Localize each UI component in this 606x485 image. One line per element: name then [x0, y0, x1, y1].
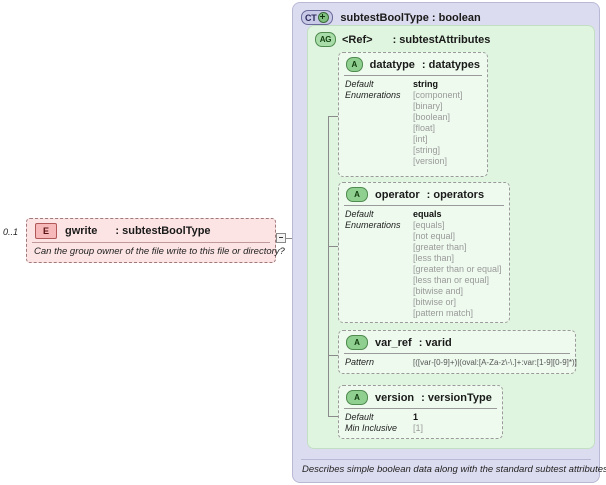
- facet-value-enum: [float]: [413, 123, 436, 133]
- attribute-type: : datatypes: [421, 58, 480, 71]
- connector-branch-version: [328, 416, 340, 417]
- element-divider: [32, 242, 270, 243]
- attributegroup-ref: <Ref>: [342, 33, 373, 46]
- element-cardinality: 0..1: [3, 227, 19, 237]
- facet-label-column: Default Enumerations: [345, 209, 413, 319]
- facet-value-enum: [less than or equal]: [413, 275, 490, 285]
- element-box-gwrite[interactable]: E gwrite : subtestBoolType Can the group…: [26, 218, 285, 263]
- element-name: gwrite: [65, 225, 98, 237]
- attribute-name: datatype: [369, 58, 415, 71]
- facet-value-enum: [equals]: [413, 220, 445, 230]
- attribute-divider: [344, 353, 570, 354]
- attribute-type: : varid: [418, 336, 452, 349]
- facet-label-pattern: Pattern: [345, 357, 375, 367]
- facet-label-enumerations: Enumerations: [345, 90, 401, 100]
- facet-label-column: Pattern: [345, 357, 413, 368]
- complextype-badge-label: CT: [305, 12, 317, 23]
- complextype-footer-note: Describes simple boolean data along with…: [302, 464, 606, 475]
- attribute-box-varref[interactable]: A var_ref : varid Pattern [([var-[0-9]+)…: [338, 330, 577, 374]
- facet-value-pattern: [([var-[0-9]+)|(oval:[A-Za-z\-\.]+:var:[…: [413, 358, 577, 367]
- facet-value-enum: [boolean]: [413, 112, 451, 122]
- attribute-header-datatype: A datatype : datatypes: [339, 53, 487, 75]
- attribute-name: operator: [375, 188, 420, 201]
- connector-branch-varref: [328, 355, 340, 356]
- element-type: : subtestBoolType: [115, 225, 211, 237]
- attribute-badge-icon: A: [346, 57, 363, 72]
- facet-value-default: 1: [413, 412, 419, 422]
- facet-value-enum: [version]: [413, 156, 448, 166]
- attribute-name: version: [375, 391, 415, 404]
- attribute-facets-version: Default Min Inclusive 1 [1]: [339, 412, 502, 438]
- facet-label-default: Default: [345, 209, 374, 219]
- attributegroup-header: AG <Ref> : subtestAttributes: [315, 32, 490, 47]
- complextype-header: CT subtestBoolType : boolean: [301, 10, 481, 25]
- facet-label-default: Default: [345, 79, 374, 89]
- attribute-badge-icon: A: [346, 390, 368, 405]
- facet-value-enum: [binary]: [413, 101, 443, 111]
- facet-value-enum: [bitwise or]: [413, 297, 457, 307]
- attribute-type: : operators: [426, 188, 485, 201]
- facet-value-enum: [not equal]: [413, 231, 456, 241]
- element-documentation: Can the group owner of the file write to…: [34, 246, 285, 257]
- facet-value-enum: [int]: [413, 134, 428, 144]
- footer-divider: [301, 459, 591, 460]
- attribute-type: : versionType: [421, 391, 492, 404]
- facet-value-enum: [bitwise and]: [413, 286, 464, 296]
- facet-label-enumerations: Enumerations: [345, 220, 401, 230]
- connector-trunk: [328, 116, 329, 416]
- attribute-divider: [344, 75, 482, 76]
- facet-label-column: Default Enumerations: [345, 79, 413, 167]
- attribute-box-operator[interactable]: A operator : operators Default Enumerati…: [338, 182, 510, 323]
- connector-branch-operator: [328, 246, 340, 247]
- attribute-facets-datatype: Default Enumerations string [component] …: [339, 79, 487, 171]
- attribute-facets-varref: Pattern [([var-[0-9]+)|(oval:[A-Za-z\-\.…: [339, 357, 577, 372]
- complextype-badge-icon: CT: [301, 10, 334, 25]
- facet-label-column: Default Min Inclusive: [345, 412, 413, 434]
- attribute-header-version: A version : versionType: [339, 386, 502, 408]
- attribute-name: var_ref: [375, 336, 412, 349]
- element-header: E gwrite : subtestBoolType: [27, 219, 275, 241]
- attribute-header-operator: A operator : operators: [339, 183, 509, 205]
- attribute-box-datatype[interactable]: A datatype : datatypes Default Enumerati…: [338, 52, 488, 177]
- facet-value-enum: [greater than]: [413, 242, 467, 252]
- facet-value-column: [([var-[0-9]+)|(oval:[A-Za-z\-\.]+:var:[…: [413, 357, 577, 368]
- facet-value-enum: [greater than or equal]: [413, 264, 502, 274]
- attribute-header-varref: A var_ref : varid: [339, 331, 575, 353]
- attribute-badge-icon: A: [346, 335, 368, 350]
- attribute-divider: [344, 205, 504, 206]
- facet-value-column: 1 [1]: [413, 412, 496, 434]
- facet-value-enum: [less than]: [413, 253, 455, 263]
- attribute-facets-operator: Default Enumerations equals [equals] [no…: [339, 209, 509, 323]
- facet-value-enum: [pattern match]: [413, 308, 474, 318]
- attribute-badge-icon: A: [346, 187, 368, 202]
- facet-value-default: string: [413, 79, 439, 89]
- facet-value-enum: [string]: [413, 145, 441, 155]
- plus-icon[interactable]: [318, 12, 330, 23]
- facet-value-min-inclusive: [1]: [413, 423, 424, 433]
- attribute-box-version[interactable]: A version : versionType Default Min Incl…: [338, 385, 503, 439]
- element-badge-icon: E: [35, 223, 57, 239]
- facet-value-column: string [component] [binary] [boolean] [f…: [413, 79, 481, 167]
- facet-value-enum: [component]: [413, 90, 463, 100]
- facet-label-default: Default: [345, 412, 374, 422]
- complextype-title: subtestBoolType : boolean: [340, 11, 481, 24]
- attributegroup-badge-icon: AG: [315, 32, 336, 47]
- attribute-divider: [344, 408, 497, 409]
- connector-branch-datatype: [328, 116, 340, 117]
- attributegroup-type: : subtestAttributes: [392, 33, 491, 46]
- element-expand-toggle[interactable]: [276, 233, 286, 243]
- facet-label-min-inclusive: Min Inclusive: [345, 423, 398, 433]
- facet-value-column: equals [equals] [not equal] [greater tha…: [413, 209, 503, 319]
- facet-value-default: equals: [413, 209, 442, 219]
